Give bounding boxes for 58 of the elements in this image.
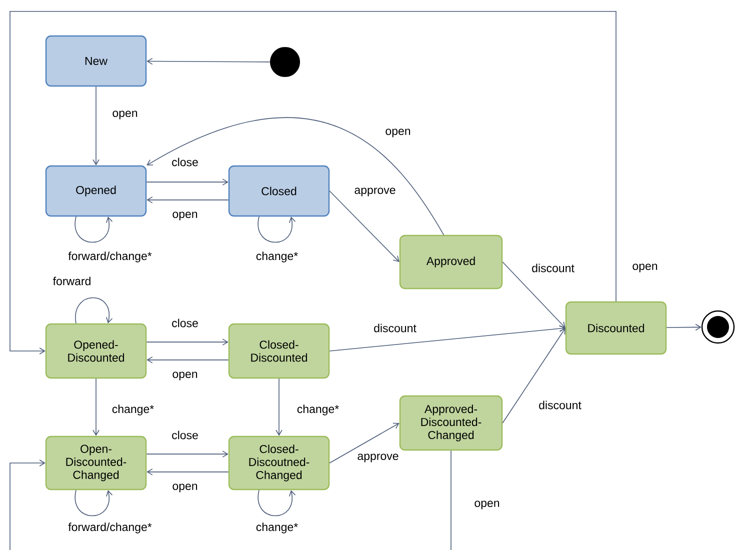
state-box: Approved	[399, 234, 503, 290]
state-box: Discounted	[565, 301, 667, 355]
arrow	[666, 324, 702, 331]
state-box: Approved- Discounted- Changed	[399, 395, 503, 451]
arrow	[75, 297, 113, 324]
edge-label: approve	[356, 452, 400, 464]
arrow	[258, 216, 296, 243]
edge-label: change*	[110, 404, 156, 416]
state-box: Open- Discounted- Changed	[45, 436, 147, 490]
state-box: Opened- Discounted	[45, 323, 147, 379]
state-box: Closed	[228, 165, 330, 217]
final-state	[701, 310, 735, 344]
edge-label: open	[473, 500, 501, 510]
edge-label: discount	[538, 400, 582, 410]
edge-label: discount	[372, 322, 418, 334]
edge-label: open	[171, 370, 199, 382]
edge-label: open	[171, 482, 199, 494]
arrow	[502, 328, 566, 424]
edge-label: approve	[353, 186, 397, 198]
arrow	[92, 378, 100, 436]
arrow	[10, 450, 452, 550]
state-box: Closed- Discoutned- Changed	[228, 436, 330, 490]
edge-label: forward/change*	[67, 522, 153, 534]
edge-label: change*	[254, 250, 300, 264]
edge-label: close	[170, 156, 200, 168]
arrow	[258, 490, 296, 516]
arrow	[502, 262, 566, 328]
arrow	[146, 338, 228, 346]
edge-label: forward/change*	[67, 250, 153, 264]
arrow	[146, 196, 229, 204]
arrow	[146, 450, 228, 458]
edge-label: open	[171, 210, 199, 222]
arrow	[329, 422, 400, 464]
state-box: New	[45, 35, 147, 87]
arrow	[329, 325, 566, 352]
arrow	[146, 58, 270, 65]
state-box: Closed- Discounted	[228, 323, 330, 379]
arrow	[146, 117, 444, 236]
state-box: Opened	[45, 165, 147, 217]
edge-label: change*	[296, 404, 340, 416]
edge-label: close	[170, 430, 200, 440]
arrow	[10, 11, 616, 354]
arrow	[146, 178, 228, 186]
arrow	[146, 356, 229, 364]
edge-label: open	[111, 110, 139, 120]
arrow	[92, 86, 100, 166]
edge-label: forward	[52, 276, 92, 286]
arrow	[74, 216, 113, 243]
edge-label: discount	[530, 262, 576, 274]
arrow	[329, 190, 400, 262]
edge-label: change*	[254, 522, 300, 534]
edge-label: open	[631, 262, 659, 274]
arrow	[276, 378, 282, 436]
arrow	[146, 468, 229, 476]
edge-label: open	[384, 128, 412, 138]
arrow	[74, 490, 113, 516]
edge-label: close	[170, 318, 200, 328]
initial-state	[270, 47, 300, 77]
